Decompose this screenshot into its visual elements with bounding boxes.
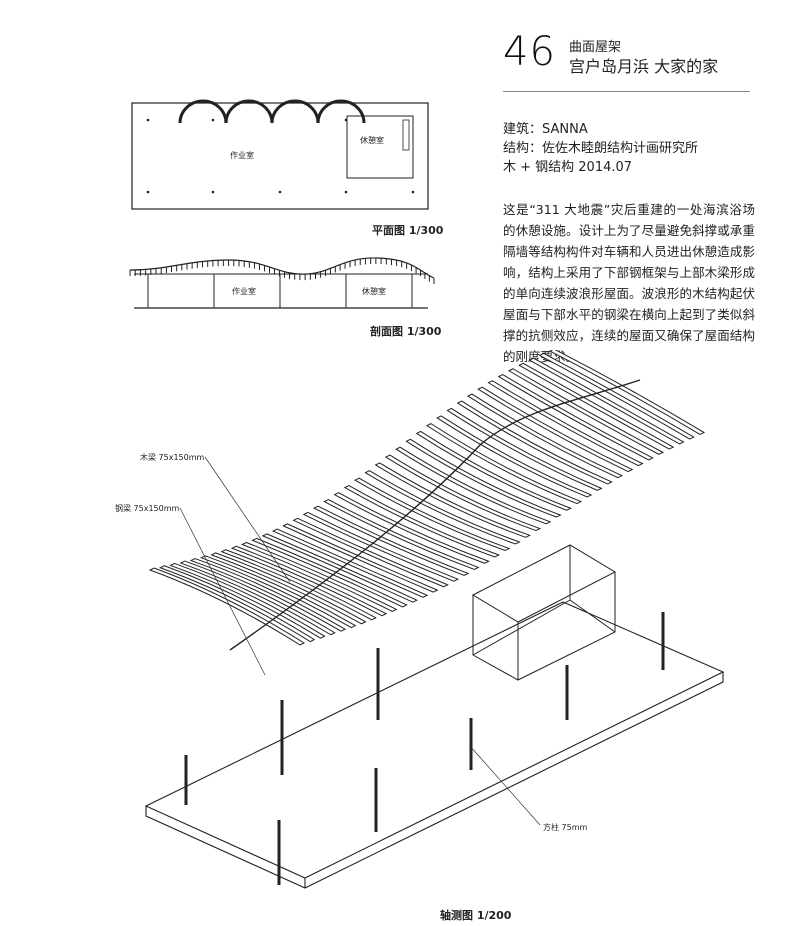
section-label-work: 作业室 <box>232 286 256 296</box>
label-column: 方柱 75mm <box>543 822 588 832</box>
roof-beam <box>374 462 531 538</box>
roof-beam <box>425 423 583 505</box>
roof-beam <box>528 357 685 445</box>
roof-beam <box>477 386 634 473</box>
roof-beam <box>415 430 572 511</box>
roof-beam <box>302 511 460 582</box>
roof-beam <box>169 562 326 639</box>
page-number: 46 <box>503 29 556 75</box>
plan-arch <box>224 99 274 124</box>
roof-beam <box>200 555 357 629</box>
header-divider <box>503 91 750 92</box>
roof-beam <box>292 517 449 588</box>
plan-outline <box>131 102 429 210</box>
plan-arch <box>316 99 366 124</box>
roof-beam <box>261 533 418 603</box>
roof-beam <box>548 350 706 436</box>
credit-structure: 结构：佐佐木睦朗结构计画研究所 <box>503 141 699 156</box>
roof-beam <box>241 541 398 612</box>
plan-drawing: 作业室 休憩室 <box>131 99 429 210</box>
plan-caption: 平面图 1/300 <box>372 224 444 237</box>
roof-beam <box>466 393 624 479</box>
roof-beam <box>343 485 501 558</box>
section-drawing: 作业室 休憩室 <box>129 257 435 309</box>
roof-beam <box>189 557 347 632</box>
steel-beam <box>229 379 641 651</box>
roof-beam <box>179 560 336 636</box>
axonometric-drawing: 木梁 75x150mm 钢梁 75x150mm 方柱 75mm <box>115 350 725 889</box>
plan-label-work: 作业室 <box>230 150 254 160</box>
roof-beam <box>456 400 613 485</box>
roof-beam <box>446 407 603 491</box>
roof-beam <box>220 549 377 621</box>
roof-beam <box>312 505 470 576</box>
roof-beam <box>518 362 675 450</box>
roof-beam <box>384 454 542 532</box>
plan-label-rest: 休憩室 <box>360 135 384 145</box>
category-title: 曲面屋架 <box>569 40 622 55</box>
roof-beam <box>282 523 439 593</box>
plan-arch <box>178 99 228 124</box>
roof-beam <box>271 528 429 598</box>
roof-beam <box>436 415 593 498</box>
roof-beam <box>251 537 408 608</box>
roof-beam <box>538 352 695 440</box>
roof-beam <box>364 470 521 545</box>
roof-beam <box>497 374 654 461</box>
credit-architect: 建筑：SANNA <box>503 122 588 137</box>
rest-room-box <box>471 544 617 681</box>
axon-caption: 轴测图 1/200 <box>440 909 512 922</box>
roof-beam <box>333 492 490 564</box>
roof-beam <box>354 477 511 552</box>
roof-beam <box>405 438 562 518</box>
roof-beam <box>507 368 665 455</box>
project-title: 宫户岛月浜 大家的家 <box>569 57 719 76</box>
roof-beam <box>148 567 306 646</box>
description-paragraph: 这是“311 大地震”灾后重建的一处海滨浴场的休憩设施。设计上为了尽量避免斜撑或… <box>503 202 755 364</box>
roof-beams <box>148 350 706 651</box>
label-wood-beam: 木梁 75x150mm <box>140 452 205 462</box>
label-steel-beam: 钢梁 75x150mm <box>115 503 180 513</box>
columns <box>184 612 665 885</box>
section-label-rest: 休憩室 <box>362 286 386 296</box>
roof-beam <box>210 552 367 625</box>
roof-beam <box>158 565 316 643</box>
section-caption: 剖面图 1/300 <box>370 325 442 338</box>
plan-rest-room <box>346 115 414 179</box>
credit-material-date: 木 + 钢结构 2014.07 <box>503 160 633 175</box>
roof-beam <box>323 499 480 570</box>
plan-arch <box>270 99 320 124</box>
floor-slab <box>144 601 725 889</box>
roof-beam <box>230 545 388 617</box>
